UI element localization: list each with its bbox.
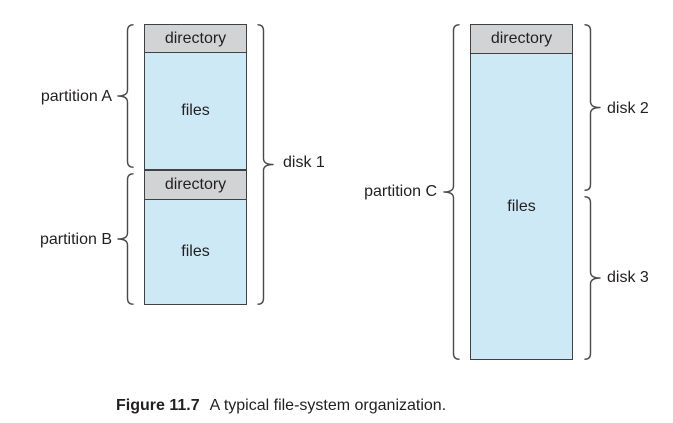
disk-1-label: disk 1	[283, 154, 325, 171]
directory-label: directory	[490, 30, 553, 47]
partition-a-box: directory files	[144, 24, 247, 170]
partition-b-directory-header: directory	[145, 171, 246, 200]
partition-c-directory-header: directory	[471, 25, 572, 54]
disk-1-brace	[257, 24, 274, 305]
files-label: files	[181, 243, 210, 260]
figure-caption-text: A typical file-system organization.	[209, 397, 447, 414]
partition-a-directory-header: directory	[145, 25, 246, 53]
partition-b-label: partition B	[39, 231, 112, 248]
partition-c-brace	[443, 24, 460, 360]
partition-b-brace	[117, 173, 134, 305]
partition-c-files-region: files	[471, 54, 572, 359]
disk-2-brace	[584, 24, 601, 191]
figure-caption: Figure 11.7 A typical file-system organiz…	[116, 396, 446, 416]
directory-label: directory	[164, 29, 227, 47]
disk-3-brace	[584, 196, 601, 360]
disk-3-label: disk 3	[607, 269, 649, 286]
figure-caption-number: Figure 11.7	[116, 397, 200, 414]
partition-a-brace	[117, 24, 134, 168]
partition-b-box: directory files	[144, 170, 247, 305]
partition-c-label: partition C	[364, 183, 437, 200]
partition-a-files-region: files	[145, 53, 246, 169]
files-label: files	[507, 197, 536, 215]
files-label: files	[181, 102, 210, 119]
partition-a-label: partition A	[40, 88, 112, 105]
disk-2-label: disk 2	[607, 100, 649, 117]
partition-b-files-region: files	[145, 200, 246, 304]
directory-label: directory	[164, 176, 227, 193]
partition-c-box: directory files	[470, 24, 573, 360]
